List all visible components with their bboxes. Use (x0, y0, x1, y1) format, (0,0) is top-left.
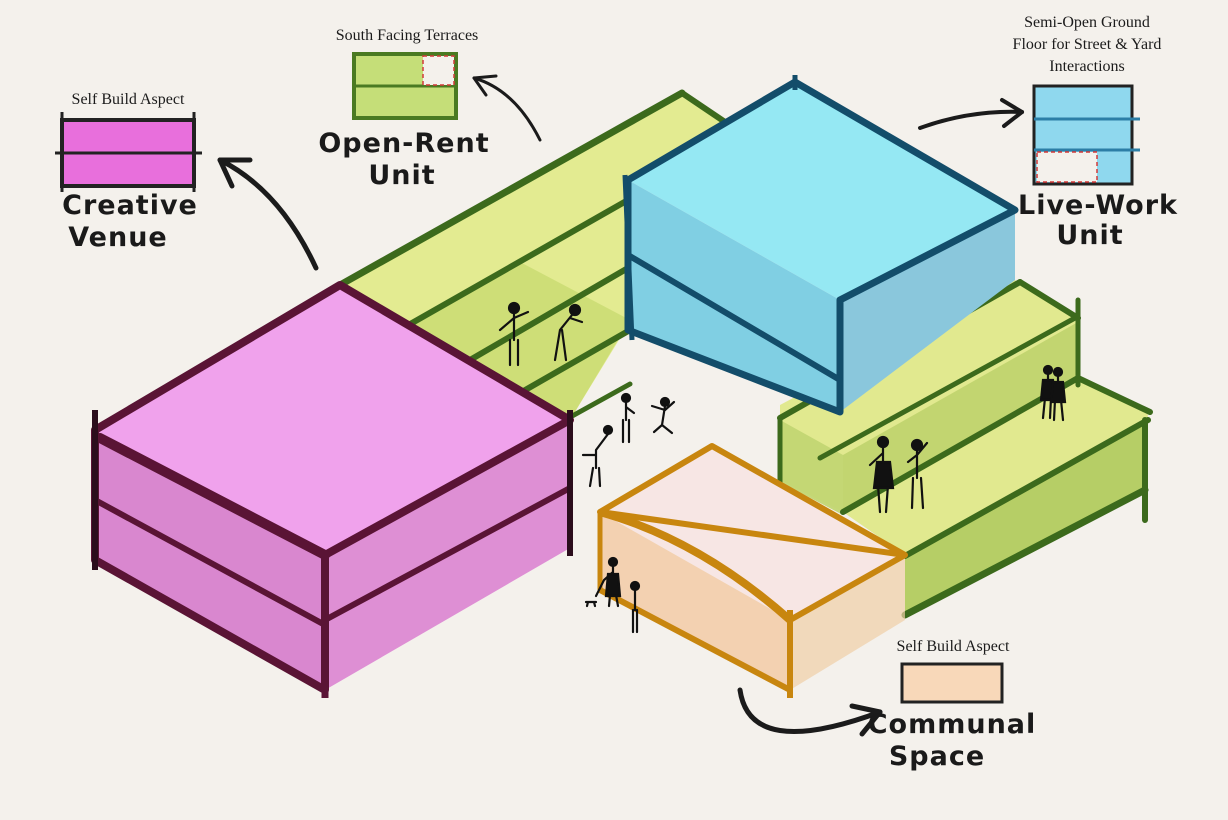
creative-venue-aspect-label: Self Build Aspect (72, 91, 185, 108)
arrow-to-communal-space (737, 687, 883, 734)
creative-venue-title-line1: Creative (62, 190, 198, 221)
person-figure (553, 303, 584, 362)
arrow-to-live-work-unit (918, 109, 1024, 130)
person-figure (650, 396, 676, 435)
people-silhouettes (498, 301, 1067, 634)
legend-communal-space: Self Build Aspect Communal Space (868, 638, 1037, 772)
communal-swatch (900, 662, 1004, 704)
person-figure (620, 392, 636, 444)
creative-venue-title-line2: Venue (68, 222, 168, 253)
person-figure (868, 435, 895, 514)
person-figure (594, 556, 622, 608)
live-work-aspect-line2: Floor for Street & Yard (1013, 36, 1162, 53)
person-figure (629, 580, 641, 634)
communal-title-line1: Communal (868, 709, 1037, 740)
live-work-volume (622, 75, 1019, 416)
open-rent-aspect-label: South Facing Terraces (336, 27, 479, 44)
legend-creative-venue: Self Build Aspect Creative Venue (55, 91, 202, 253)
annotation-arrows (217, 74, 1024, 737)
creative-venue-volume (91, 281, 574, 698)
person-figure (906, 438, 929, 510)
live-work-title-line2: Unit (1056, 220, 1123, 251)
legend-open-rent-unit: South Facing Terraces Open-Rent Unit (318, 27, 489, 191)
live-work-aspect-line3: Interactions (1049, 58, 1125, 75)
arrow-to-creative-venue (217, 157, 319, 271)
communal-aspect-label: Self Build Aspect (897, 638, 1010, 655)
live-work-title-line1: Live-Work (1018, 190, 1178, 221)
open-rent-title-line1: Open-Rent (318, 128, 489, 159)
person-figure (581, 424, 614, 488)
arrow-to-open-rent-unit (472, 76, 542, 142)
dog-figure (584, 600, 598, 608)
communal-space-volume (597, 443, 908, 698)
open-rent-title-line2: Unit (368, 160, 435, 191)
legend-live-work-unit: Semi-Open Ground Floor for Street & Yard… (1013, 14, 1178, 251)
person-figure (1049, 366, 1067, 422)
person-figure (498, 301, 530, 367)
communal-title-line2: Space (889, 741, 985, 772)
live-work-aspect-line1: Semi-Open Ground (1024, 14, 1150, 31)
